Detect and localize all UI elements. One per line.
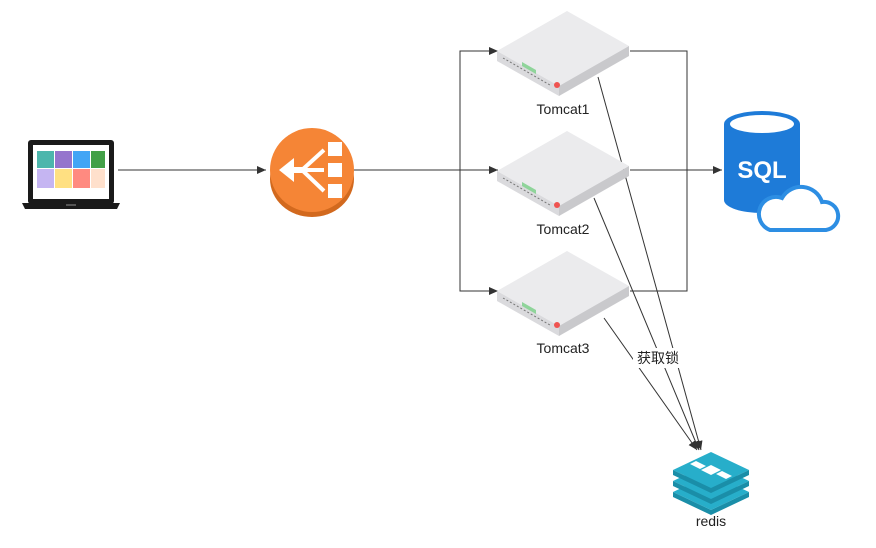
edges xyxy=(118,47,722,451)
edge-tomcat1-to-db xyxy=(630,50,688,170)
tomcat1-server-icon xyxy=(497,11,629,96)
edge-lb-to-tomcat3 xyxy=(459,170,498,295)
lock-label-background xyxy=(633,348,683,368)
edge-tomcat2-to-redis xyxy=(593,197,700,451)
edge-tomcat1-to-redis xyxy=(597,76,703,451)
tomcat3-server-icon xyxy=(497,251,629,336)
edge-lb-to-tomcat1 xyxy=(459,47,498,170)
sql-label: SQL xyxy=(737,157,786,184)
tomcat2-server-icon xyxy=(497,131,629,216)
sql-database-icon: SQL xyxy=(724,111,800,213)
edge-tomcat3-to-redis xyxy=(603,317,698,451)
load-balancer-icon xyxy=(270,128,354,217)
client-laptop-icon xyxy=(22,140,120,209)
tomcat1-label: Tomcat1 xyxy=(537,101,590,117)
lock-edge-label: 获取锁 xyxy=(637,351,679,367)
edge-tomcat3-to-db xyxy=(630,170,688,292)
redis-icon xyxy=(673,452,749,515)
tomcat2-label: Tomcat2 xyxy=(537,221,590,237)
cloud-icon xyxy=(756,184,841,232)
tomcat3-label: Tomcat3 xyxy=(537,340,590,356)
redis-label: redis xyxy=(696,513,726,529)
